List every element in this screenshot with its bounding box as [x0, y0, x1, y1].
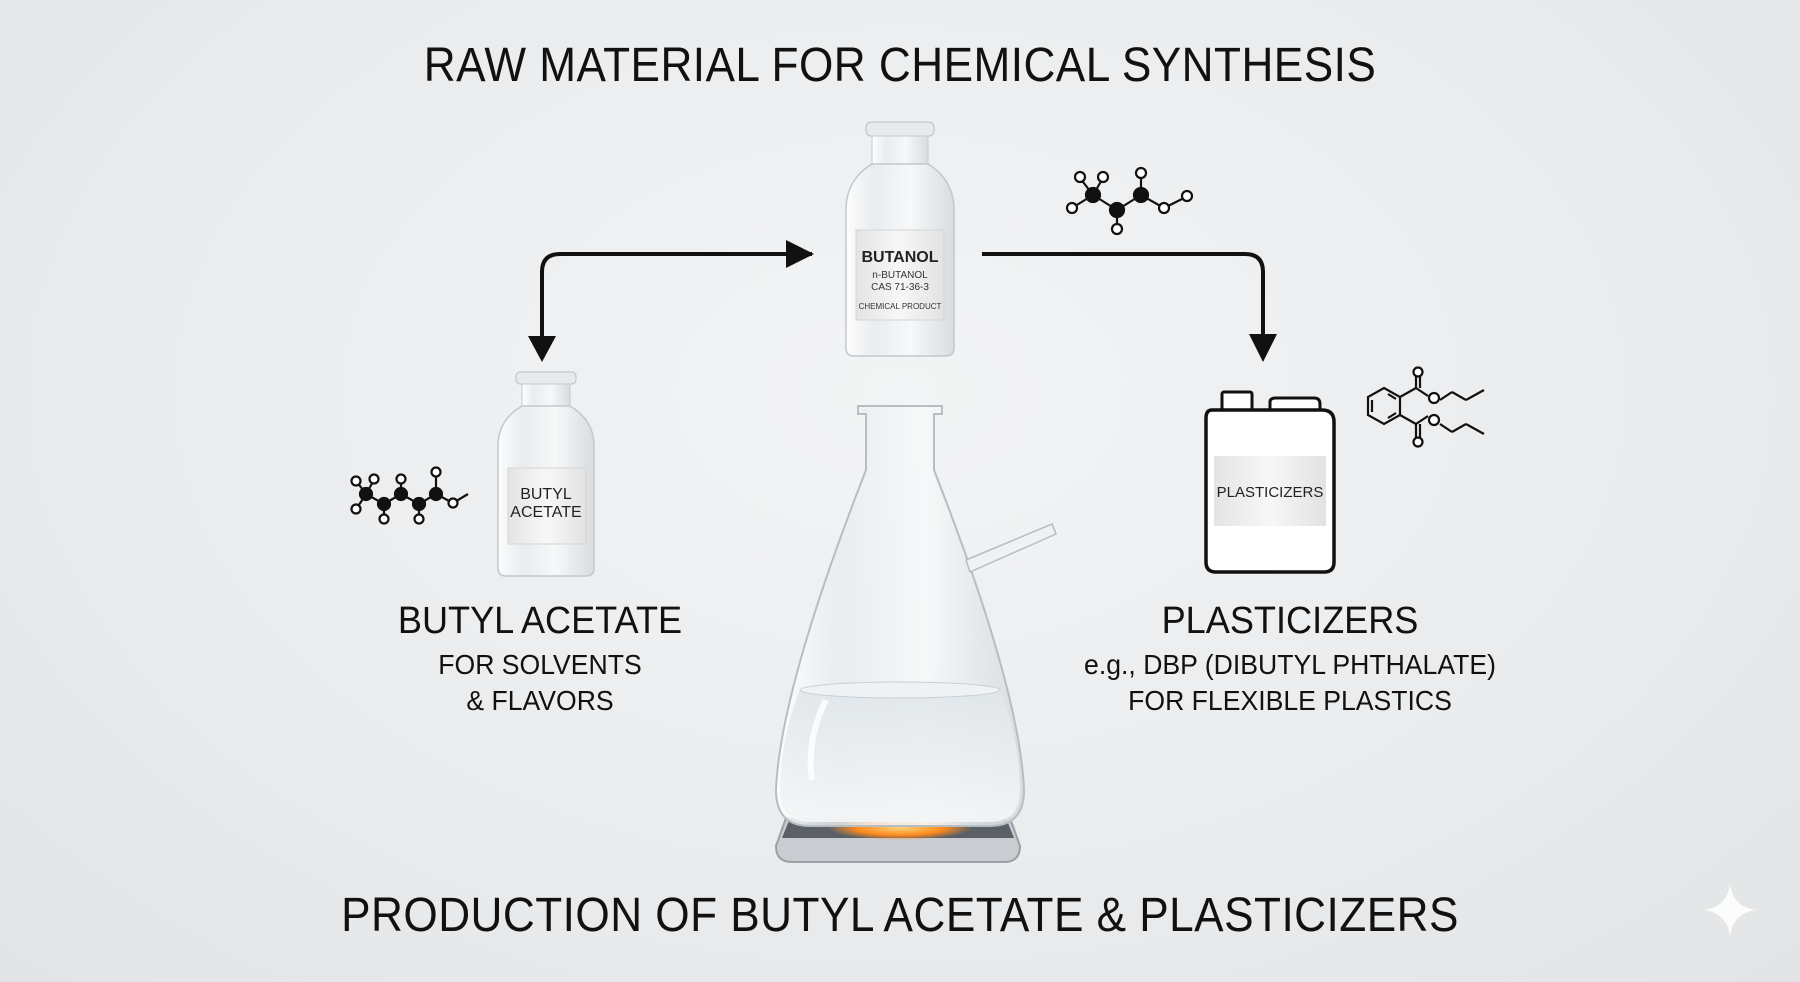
butyl-acetate-label-line2: ACETATE [510, 504, 581, 521]
footer-title: PRODUCTION OF BUTYL ACETATE & PLASTICIZE… [341, 889, 1459, 942]
plasticizers-use-line2: FOR FLEXIBLE PLASTICS [1128, 685, 1452, 716]
sparkle-icon [1704, 884, 1756, 936]
butyl-acetate-use-line2: & FLAVORS [466, 685, 614, 716]
butanol-label-name: BUTANOL [861, 249, 938, 266]
molecule-icon-butanol [1065, 166, 1194, 236]
plasticizers-use-line1: e.g., DBP (DIBUTYL PHTHALATE) [1084, 649, 1496, 680]
arrow-left-head-down [528, 336, 556, 362]
plasticizers-caption: PLASTICIZERS e.g., DBP (DIBUTYL PHTHALAT… [1040, 600, 1540, 719]
plasticizers-heading: PLASTICIZERS [1161, 600, 1419, 642]
butyl-acetate-label-line1: BUTYL [520, 486, 572, 503]
plasticizer-container: PLASTICIZERS [1204, 390, 1336, 574]
butyl-acetate-use-line1: FOR SOLVENTS [438, 649, 642, 680]
butanol-label-line1: n-BUTANOL [872, 270, 928, 281]
arrow-left-head-right [786, 240, 814, 268]
arrow-right [982, 252, 1265, 348]
main-title: RAW MATERIAL FOR CHEMICAL SYNTHESIS [423, 39, 1377, 92]
plasticizer-label: PLASTICIZERS [1217, 484, 1324, 501]
butanol-bottle: BUTANOL n-BUTANOL CAS 71-36-3 CHEMICAL P… [845, 121, 955, 357]
erlenmeyer-flask [774, 405, 1057, 827]
butyl-acetate-caption: BUTYL ACETATE FOR SOLVENTS & FLAVORS [330, 600, 750, 719]
butyl-acetate-heading: BUTYL ACETATE [397, 600, 683, 642]
butanol-label-line2: CAS 71-36-3 [871, 282, 929, 293]
molecule-icon-phthalate [1366, 366, 1485, 448]
butanol-label-line3: CHEMICAL PRODUCT [859, 302, 942, 311]
molecule-icon-butyl-acetate [350, 466, 469, 525]
arrow-right-head-down [1249, 334, 1277, 362]
butyl-acetate-bottle: BUTYL ACETATE [497, 371, 595, 577]
arrow-left [540, 252, 812, 350]
